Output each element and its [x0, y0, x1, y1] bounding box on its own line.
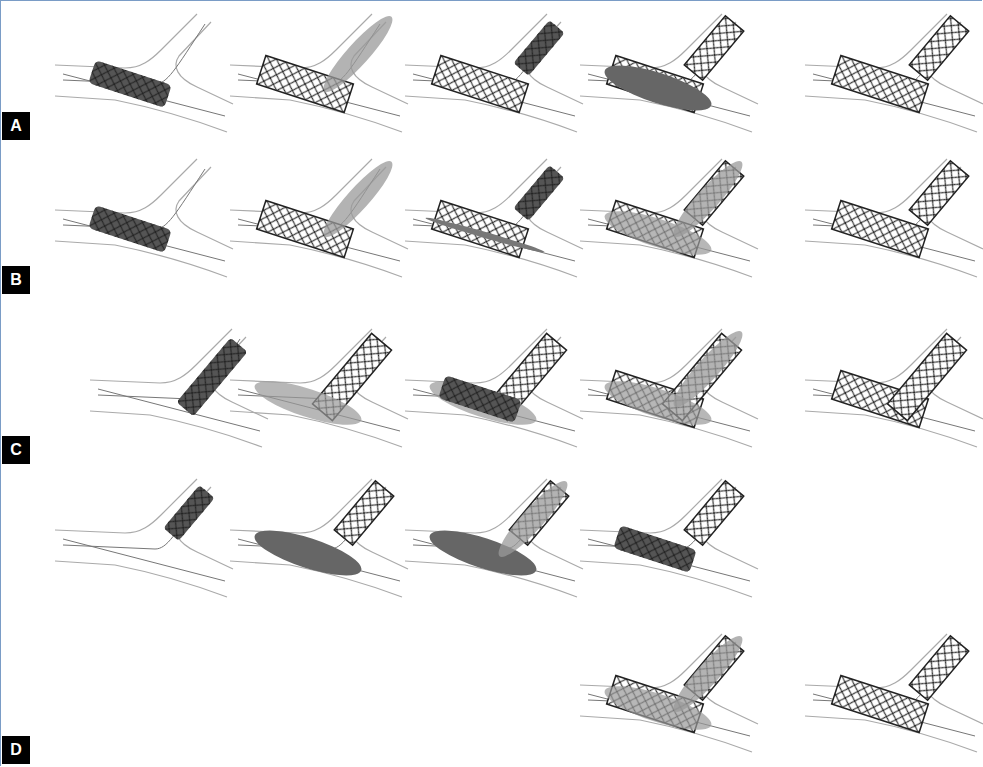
- panel: [805, 329, 983, 447]
- panel: [805, 14, 983, 132]
- panel: [580, 324, 758, 447]
- panel-letter: A: [10, 118, 22, 134]
- panel: [55, 479, 233, 597]
- panel: [55, 159, 233, 277]
- panel: [805, 634, 983, 752]
- panel: [230, 154, 408, 277]
- panel: [405, 14, 583, 132]
- panel: [405, 329, 583, 447]
- panel: [405, 474, 583, 597]
- panel: [230, 329, 408, 447]
- panel-letter: D: [10, 742, 22, 758]
- panel: [55, 14, 233, 132]
- panel-letter: C: [10, 442, 22, 458]
- panel-letter: B: [10, 272, 22, 288]
- panel: [805, 159, 983, 277]
- panel: [230, 479, 408, 597]
- panel: [230, 9, 408, 132]
- panel: [90, 329, 268, 447]
- panel-letter-box: D: [2, 736, 30, 764]
- panel: [405, 159, 583, 277]
- panel-letter-box: C: [2, 436, 30, 464]
- panel: [580, 479, 758, 597]
- panel: [580, 14, 758, 132]
- panel: [580, 154, 758, 277]
- panel-letter-box: A: [2, 112, 30, 140]
- panel: [580, 629, 758, 752]
- panel-letter-box: B: [2, 266, 30, 294]
